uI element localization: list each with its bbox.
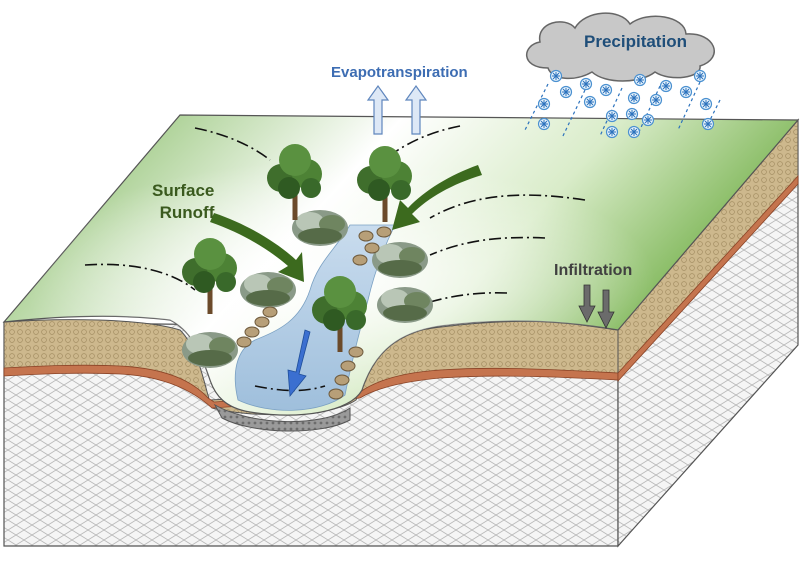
stream-flow-arrow <box>287 329 311 398</box>
surface-runoff-label-line2: Runoff <box>159 203 215 222</box>
cloud-icon <box>525 12 715 82</box>
evapotranspiration-arrows <box>366 84 428 135</box>
infiltration-arrows <box>578 284 615 329</box>
surface-runoff-label: Surface Runoff <box>152 180 214 224</box>
surface-runoff-arrows <box>210 165 482 282</box>
channel-gravel <box>213 403 351 432</box>
infiltration-label: Infiltration <box>554 262 633 279</box>
precipitation-label: Precipitation <box>584 32 687 51</box>
soil-red-band-right <box>617 174 799 383</box>
surface-runoff-label-line1: Surface <box>152 181 215 200</box>
evapotranspiration-label: Evapotranspiration <box>331 64 468 81</box>
